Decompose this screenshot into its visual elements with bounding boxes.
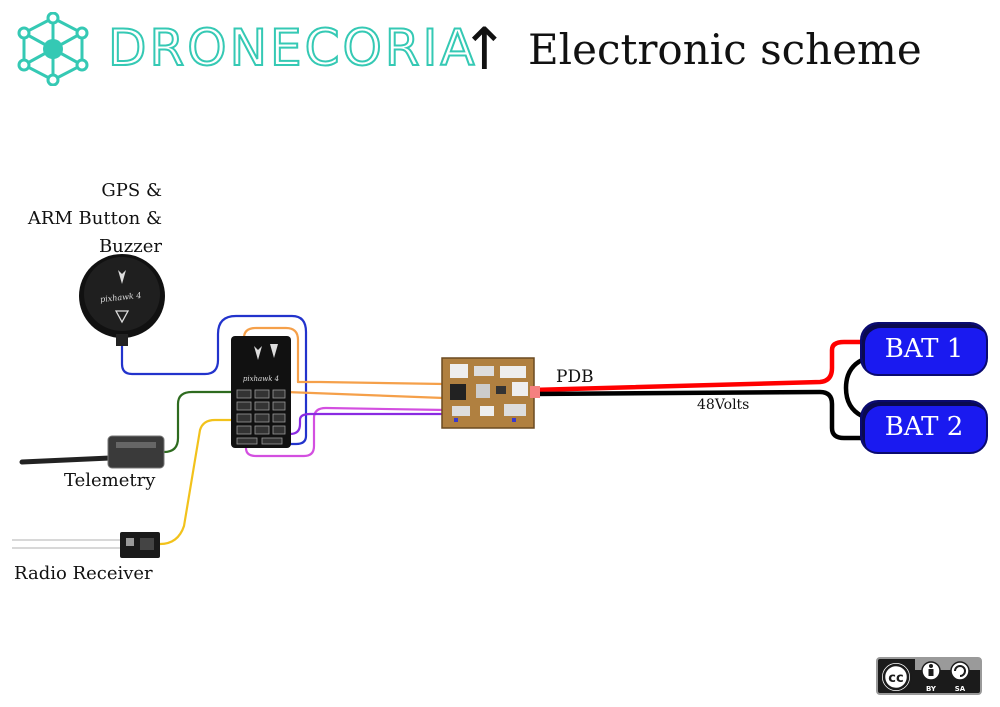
gps-wire-orange-loop (242, 326, 300, 384)
gps-label-line2: ARM Button & (27, 208, 162, 229)
power-wire-orange-2 (284, 390, 446, 400)
battery-1: BAT 1 (860, 322, 988, 376)
receiver-wire-yellow (158, 418, 252, 546)
gps-wire-blue (120, 314, 308, 446)
pdb-wire-magenta (244, 406, 448, 458)
pdb-label: PDB (556, 367, 594, 387)
gps-module (79, 254, 165, 346)
cc-text: cc (888, 671, 903, 686)
voltage-label: 48Volts (697, 397, 750, 413)
flight-controller (231, 336, 291, 448)
up-arrow-icon: ↑ (460, 15, 509, 83)
battery-wire-red (529, 339, 865, 393)
battery-wire-black (529, 389, 865, 441)
battery-2: BAT 2 (860, 400, 988, 454)
brand-name: DRONECORIA (107, 18, 478, 78)
radio-receiver-label: Radio Receiver (14, 563, 153, 584)
telemetry-wire-green (162, 390, 252, 454)
hexagon-network-icon (17, 11, 89, 87)
cc-license-badge (876, 657, 982, 695)
gps-unit-text: pixhawk 4 (100, 291, 142, 304)
page-title: Electronic scheme (528, 25, 922, 74)
telemetry-label: Telemetry (64, 470, 156, 491)
telemetry-radio (19, 435, 165, 469)
sa-text: SA (955, 685, 966, 693)
sa-icon (950, 661, 970, 681)
dronecoria-logo (14, 11, 92, 87)
gps-label-line1: GPS & (101, 180, 162, 201)
radio-receiver (12, 532, 160, 558)
by-text: BY (926, 685, 937, 693)
power-distribution-board (441, 357, 540, 429)
battery-link-wire (843, 357, 865, 419)
fc-text: pixhawk 4 (243, 375, 279, 383)
pdb-wire-purple (276, 412, 448, 436)
power-wire-orange-1 (296, 380, 446, 386)
gps-label-line3: Buzzer (98, 236, 162, 257)
